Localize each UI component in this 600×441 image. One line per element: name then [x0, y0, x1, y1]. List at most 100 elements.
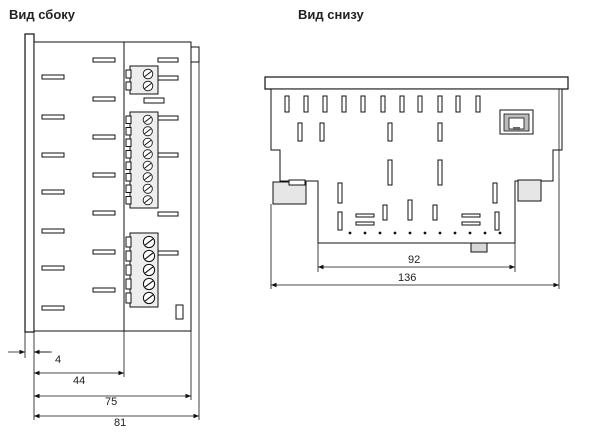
bottom-connector: [470, 242, 488, 253]
vent-slot: [432, 204, 438, 221]
vent-slot: [475, 95, 481, 113]
ethernet-port-icon: [499, 109, 534, 135]
terminal-tab: [125, 250, 132, 262]
vent-dot: [498, 231, 502, 235]
vent-slot: [355, 221, 375, 226]
vent-dot: [453, 231, 457, 235]
vent-slot: [399, 95, 405, 113]
side-dimensions: [8, 62, 200, 420]
vent-slot: [41, 74, 65, 80]
vent-slot: [437, 122, 443, 142]
terminal-tab: [125, 127, 132, 136]
terminal-screw-icon: [142, 172, 153, 183]
side-bezel: [24, 33, 35, 333]
vent-slot: [380, 95, 386, 113]
bottom-dimensions: [270, 89, 560, 289]
vent-slot: [437, 159, 443, 186]
vent-slot: [92, 210, 116, 216]
side-front-housing: [33, 41, 125, 332]
vent-slot: [341, 95, 347, 113]
vent-dot: [468, 231, 472, 235]
vent-slot: [382, 204, 388, 221]
terminal-screw-icon: [142, 183, 153, 194]
terminal-tab: [125, 184, 132, 193]
vent-slot: [41, 114, 65, 120]
vent-slot: [461, 213, 481, 218]
side-view: [24, 33, 200, 333]
dim-side-bezel: 4: [55, 354, 61, 366]
vent-dot: [423, 231, 427, 235]
terminal-tab: [125, 292, 132, 304]
bottom-bezel: [264, 76, 569, 90]
terminal-body: [129, 65, 159, 95]
vent-slot: [337, 182, 343, 204]
vent-slot: [92, 57, 116, 63]
terminal-tab: [125, 69, 132, 79]
vent-slot: [41, 228, 65, 234]
side-rear-tab: [190, 46, 200, 63]
vent-slot: [461, 221, 481, 226]
vent-dot: [363, 231, 367, 235]
terminal-screw-icon: [142, 160, 153, 171]
dim-bottom-body-width: 92: [408, 254, 420, 266]
vent-slot: [41, 305, 65, 311]
vent-dot: [378, 231, 382, 235]
vent-slot: [337, 211, 343, 231]
vent-slot: [360, 95, 366, 113]
vent-slot: [41, 189, 65, 195]
terminal-tab: [125, 115, 132, 124]
vent-slot: [437, 95, 443, 113]
vent-slot: [319, 122, 325, 142]
terminal-screw-icon: [142, 195, 153, 206]
side-corner-box: [175, 304, 184, 320]
vent-slot: [157, 152, 179, 158]
vent-slot: [41, 152, 65, 158]
vent-slot: [322, 95, 328, 113]
dim-side-front-depth: 44: [73, 375, 85, 387]
vent-slot: [407, 199, 413, 221]
vent-slot: [157, 115, 179, 121]
vent-dot: [438, 231, 442, 235]
terminal-screw-icon: [142, 126, 153, 137]
vent-slot: [303, 95, 309, 113]
terminal-body: [129, 111, 159, 209]
side-vents-mid: [92, 57, 116, 293]
terminal-screw-icon: [142, 68, 154, 80]
dim-side-total-depth: 81: [114, 417, 126, 429]
side-view-title: Вид сбоку: [9, 7, 76, 22]
terminal-tab: [125, 173, 132, 182]
terminal-tab: [125, 150, 132, 159]
vent-slot: [492, 182, 498, 204]
terminal-screw-icon: [142, 249, 156, 263]
terminal-block-mid: [125, 111, 159, 209]
bottom-vents: [284, 95, 502, 235]
vent-dot: [483, 231, 487, 235]
vent-slot: [387, 122, 393, 142]
vent-slot: [92, 249, 116, 255]
vent-slot: [455, 95, 461, 113]
terminal-tab: [125, 138, 132, 147]
terminal-screw-icon: [142, 149, 153, 160]
terminal-screw-icon: [142, 291, 156, 305]
vent-slot: [157, 75, 179, 81]
terminal-tab: [125, 264, 132, 276]
terminal-block-top: [125, 65, 159, 95]
vent-slot: [157, 250, 179, 256]
side-label-slot: [143, 97, 165, 104]
terminal-screw-icon: [142, 80, 154, 92]
bottom-view-title: Вид снизу: [298, 7, 364, 22]
terminal-block-bottom: [125, 232, 159, 308]
vent-dot: [408, 231, 412, 235]
vent-slot: [417, 95, 423, 113]
terminal-screw-icon: [142, 277, 156, 291]
terminal-screw-icon: [142, 263, 156, 277]
terminal-screw-icon: [142, 137, 153, 148]
vent-slot: [92, 96, 116, 102]
dim-side-body-depth: 75: [105, 396, 117, 408]
terminal-tab: [125, 196, 132, 205]
vent-slot: [157, 211, 179, 217]
terminal-tab: [125, 81, 132, 91]
terminal-tab: [125, 161, 132, 170]
